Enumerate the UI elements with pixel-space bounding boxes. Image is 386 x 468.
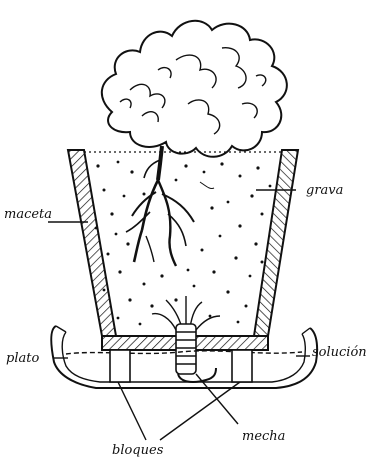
gravel <box>95 161 272 326</box>
label-plato: plato <box>6 351 39 366</box>
label-maceta: maceta <box>4 207 52 222</box>
plant-foliage <box>102 21 287 157</box>
label-solucion: solución <box>312 345 367 360</box>
label-bloques: bloques <box>112 443 164 458</box>
label-mecha: mecha <box>242 429 285 444</box>
plant-roots <box>126 146 214 266</box>
pot <box>68 150 298 350</box>
label-grava: grava <box>306 183 343 198</box>
